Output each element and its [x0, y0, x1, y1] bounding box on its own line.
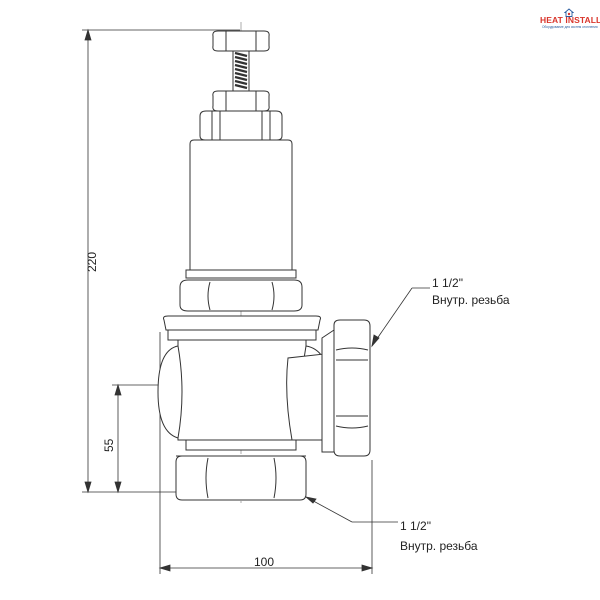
- side-outlet-thread-label: Внутр. резьба: [432, 293, 510, 307]
- callout-leader-bottom: [304, 496, 398, 523]
- dimension-height-total-label: 220: [85, 252, 99, 272]
- dimension-width: [158, 332, 374, 574]
- house-icon: [564, 8, 574, 17]
- logo-subtitle: Оборудование для систем отопления: [542, 25, 598, 29]
- bottom-inlet-thread-label: Внутр. резьба: [400, 539, 478, 553]
- bottom-inlet-size-label: 1 1/2": [400, 519, 431, 533]
- lock-nut: [212, 90, 270, 112]
- brand-logo: HEAT INSTALL Оборудование для систем ото…: [540, 8, 600, 30]
- dimension-height-total: [82, 28, 240, 494]
- side-outlet-size-label: 1 1/2": [432, 276, 463, 290]
- union-nut: [179, 279, 303, 312]
- spring-housing: [185, 139, 297, 279]
- callout-leader-side: [371, 287, 430, 348]
- body-flange: [163, 315, 321, 341]
- logo-text: HEAT INSTALL: [540, 15, 600, 25]
- bonnet-cap: [199, 110, 283, 141]
- spring-stem: [232, 50, 250, 92]
- top-nut: [212, 30, 270, 52]
- dimension-width-label: 100: [254, 555, 274, 569]
- side-outlet: [286, 319, 371, 457]
- bottom-inlet: [175, 455, 307, 501]
- dimension-height-lower-label: 55: [102, 438, 116, 452]
